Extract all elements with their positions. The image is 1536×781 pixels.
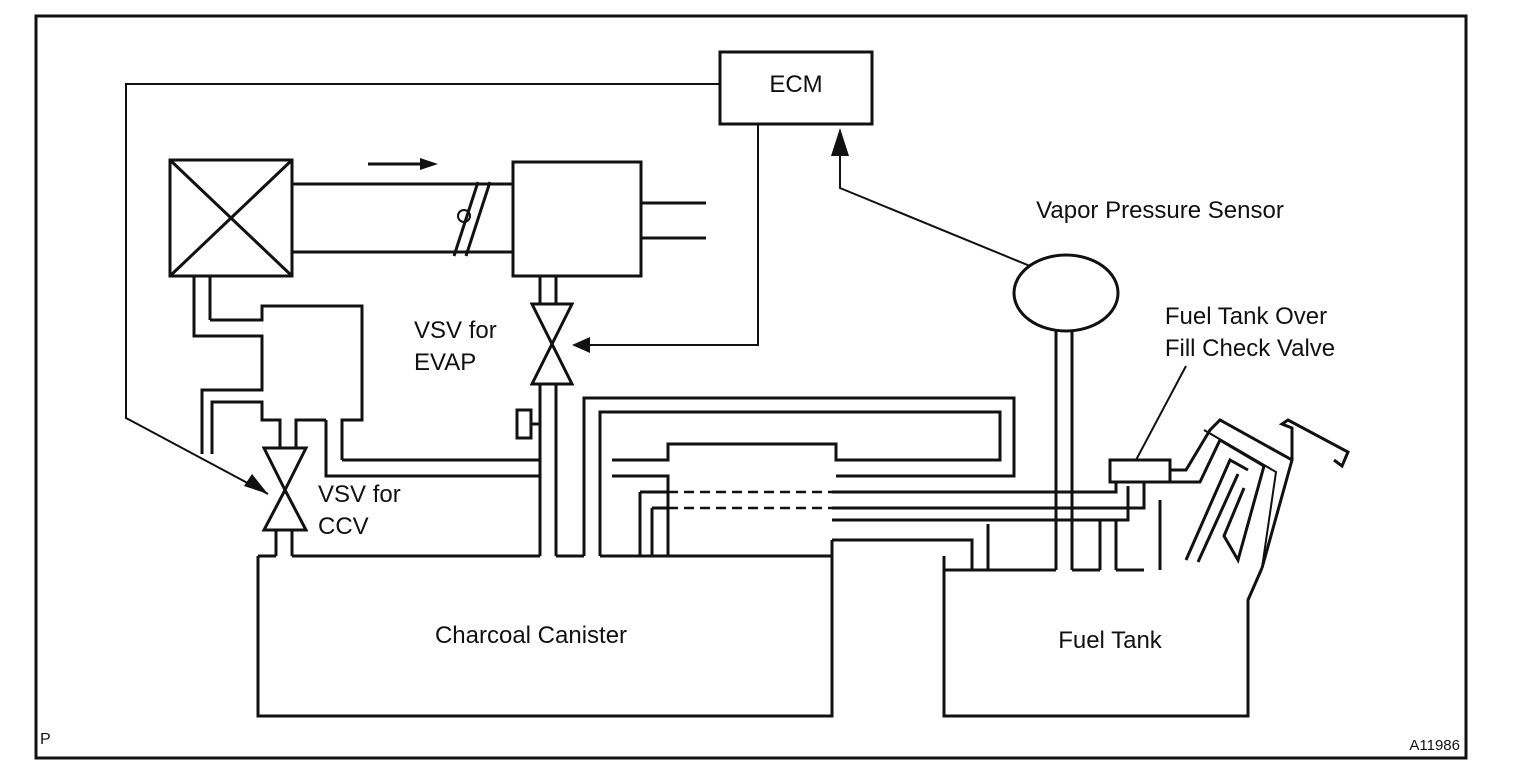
diagram-frame — [34, 14, 1468, 760]
air-cleaner-box — [168, 158, 294, 278]
vapor-pressure-sensor-ellipse — [1012, 253, 1120, 333]
check-valve-body — [1108, 458, 1172, 484]
filler-neck-inner — [1170, 437, 1266, 564]
canister-to-tank-return — [832, 486, 1130, 522]
air-cleaner-x2 — [168, 158, 294, 278]
flow-arrowhead — [420, 158, 438, 170]
vapor-pressure-sensor-label: Vapor Pressure Sensor — [1036, 197, 1284, 224]
evap-side-plug — [515, 408, 533, 440]
canister-to-checkvalve-top — [832, 482, 1118, 494]
check-valve-label-line1: Fuel Tank Over — [1165, 303, 1327, 330]
vsv-ccv-valve-bottom — [261, 486, 309, 532]
vsv-evap-label-line1: VSV for — [414, 317, 497, 344]
check-valve-leader-line — [1135, 365, 1187, 461]
ccv-inner-right — [294, 418, 326, 448]
ccv-signal-arrowhead — [244, 474, 268, 494]
ecm-label: ECM — [769, 71, 822, 98]
vsv-ccv-label-line1: VSV for — [318, 481, 401, 508]
vsv-evap-label-line2: EVAP — [414, 349, 476, 376]
ecm-to-evap-signal-line — [580, 124, 759, 346]
evap-signal-arrowhead — [572, 337, 590, 353]
sensor-to-ecm-signal-line — [839, 146, 1031, 267]
ecm-input-arrowhead — [831, 128, 849, 156]
canister-vent-loop-inner — [598, 410, 1002, 556]
canister-inner-pipe-a — [612, 474, 670, 556]
check-valve-label-line2: Fill Check Valve — [1165, 335, 1335, 362]
filler-neck-inner-tube-a — [1184, 457, 1249, 561]
vsv-ccv-valve-top — [261, 446, 309, 494]
fuel-tank-body — [942, 556, 1264, 718]
filler-neck-outer — [1170, 418, 1294, 569]
filler-neck-inner-tube-b — [1196, 473, 1240, 563]
intake-chamber-box — [511, 160, 643, 278]
ccv-chamber-right-wall — [210, 304, 364, 460]
ccv-inner-left — [210, 400, 282, 454]
canister-vent-loop-outer — [582, 396, 1016, 556]
canister-to-checkvalve-bottom — [832, 482, 1146, 510]
throttle-valve-left — [452, 181, 480, 257]
ecm-to-ccv-signal-line — [125, 83, 720, 495]
corner-left-label: P — [40, 731, 51, 748]
vsv-ccv-label-line2: CCV — [318, 513, 369, 540]
vsv-evap-valve-top — [529, 302, 575, 348]
filler-neck-contour — [1203, 429, 1278, 569]
ccv-to-evap-bottom — [324, 420, 540, 478]
fuel-tank-label: Fuel Tank — [1058, 627, 1163, 654]
charcoal-canister-label: Charcoal Canister — [435, 622, 627, 649]
throttle-valve-right — [464, 181, 492, 257]
canister-to-tank-pipe-upper — [832, 524, 990, 572]
ccv-chamber-left-wall — [192, 320, 264, 454]
vsv-evap-valve-bottom — [529, 340, 575, 386]
canister-body — [256, 556, 834, 718]
throttle-shaft — [457, 209, 471, 223]
figure-code-label: A11986 — [1409, 737, 1460, 754]
filler-cap — [1278, 418, 1350, 469]
ecm-box — [718, 50, 874, 126]
